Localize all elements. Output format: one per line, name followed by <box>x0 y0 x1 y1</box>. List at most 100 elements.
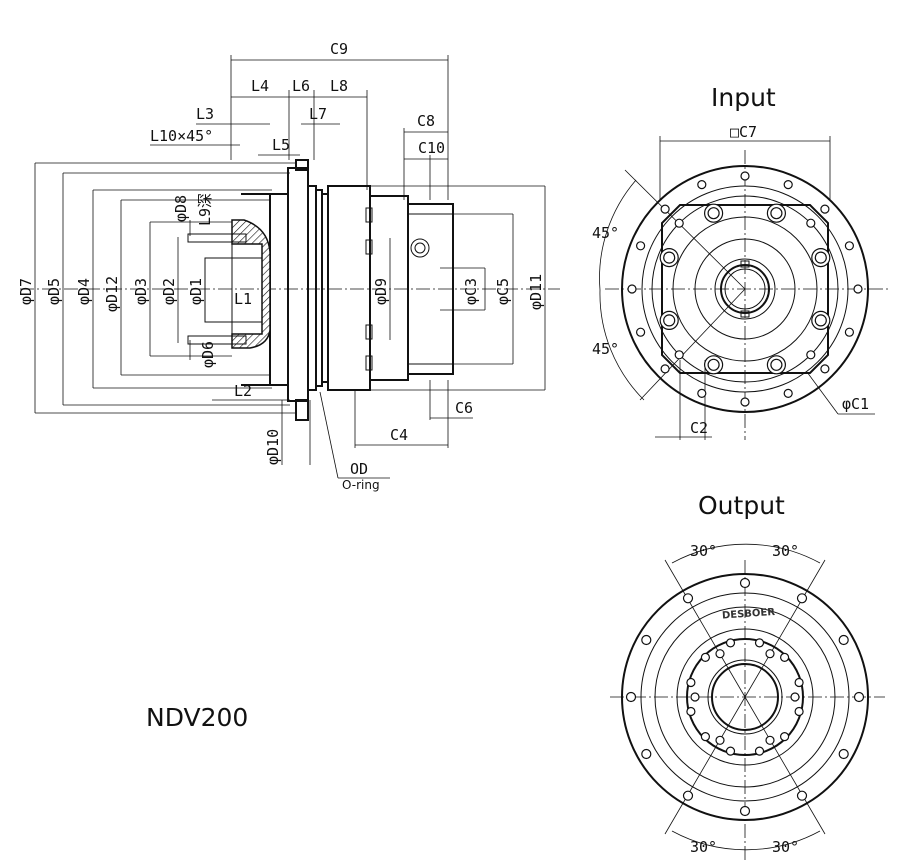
dim-l4: L4 <box>251 77 269 95</box>
output-view: Output 30° 30° 30° 30° DESBOER <box>610 491 885 860</box>
bolt-hole <box>779 731 790 742</box>
bolt-hole <box>715 735 725 745</box>
bolt-hole <box>838 748 849 760</box>
dim-d12: φD12 <box>103 276 121 312</box>
bolt-hole <box>853 691 865 703</box>
bolt-hole <box>697 388 707 398</box>
bolt-hole <box>806 350 816 360</box>
dim-l5: L5 <box>272 136 290 154</box>
dim-c2: C2 <box>690 419 708 437</box>
bolt-hole <box>739 805 751 817</box>
bolt-hole <box>625 691 637 703</box>
dim-c8: C8 <box>417 112 435 130</box>
bolt-hole <box>627 284 637 294</box>
input-bolt-holes <box>627 171 863 407</box>
bolt-hole <box>844 327 855 337</box>
bolt-hole <box>641 634 652 646</box>
angle-output-tl: 30° <box>690 542 717 560</box>
dim-l6: L6 <box>292 77 310 95</box>
side-view <box>20 55 560 479</box>
dim-d10: φD10 <box>264 429 282 465</box>
dim-c9: C9 <box>330 40 348 58</box>
output-bolt-holes <box>625 577 865 817</box>
bolt-hole-inner <box>814 251 827 264</box>
bolt-hole-inner <box>770 207 783 220</box>
bolt-hole <box>635 327 646 337</box>
input-view: Input □C7 45° 45° φC1 C2 <box>592 83 890 440</box>
bolt-hole <box>660 364 670 374</box>
brand-engraving: DESBOER <box>722 607 776 622</box>
dim-c6: C6 <box>455 399 473 417</box>
dim-d2: φD2 <box>160 278 178 305</box>
bolt-hole <box>796 593 808 604</box>
dim-d5: φD5 <box>45 278 63 305</box>
bolt-hole <box>765 735 775 745</box>
angle-input-bottom: 45° <box>592 340 619 358</box>
bolt-hole <box>660 204 670 214</box>
bolt-hole <box>641 748 652 760</box>
dim-d6: φD6 <box>199 341 217 368</box>
dim-c10: C10 <box>418 139 445 157</box>
bolt-hole <box>779 652 790 663</box>
input-title: Input <box>711 83 776 112</box>
bolt-hole-inner <box>663 251 676 264</box>
bolt-hole <box>783 180 793 190</box>
bolt-hole <box>686 677 696 688</box>
angle-output-tr: 30° <box>772 542 799 560</box>
bolt-hole <box>682 593 694 604</box>
bolt-hole <box>682 790 694 801</box>
dim-c3: φC3 <box>462 278 480 305</box>
bolt-hole-inner <box>814 314 827 327</box>
bolt-hole-inner <box>707 358 720 371</box>
bolt-hole <box>740 397 750 407</box>
bolt-hole <box>820 364 830 374</box>
bolt-hole <box>697 180 707 190</box>
bolt-hole-inner <box>770 358 783 371</box>
dim-c4: C4 <box>390 426 408 444</box>
model-name: NDV200 <box>146 703 248 732</box>
output-title: Output <box>698 491 785 520</box>
bolt-hole <box>844 241 855 251</box>
bolt-hole <box>783 388 793 398</box>
dim-d3: φD3 <box>132 278 150 305</box>
dim-l1: L1 <box>234 290 252 308</box>
bolt-hole <box>794 677 804 688</box>
dim-d1: φD1 <box>187 278 205 305</box>
bolt-hole <box>806 218 816 228</box>
bolt-hole <box>754 746 765 756</box>
dim-c5: φC5 <box>494 278 512 305</box>
bolt-hole-inner <box>707 207 720 220</box>
dim-od: OD <box>350 460 368 478</box>
bolt-hole <box>739 577 751 589</box>
bolt-hole-inner <box>663 314 676 327</box>
angle-input-top: 45° <box>592 224 619 242</box>
bolt-hole <box>765 649 775 659</box>
bolt-hole <box>838 634 849 646</box>
angle-output-bl: 30° <box>690 838 717 856</box>
bolt-hole <box>725 746 736 756</box>
bolt-hole <box>635 241 646 251</box>
dim-d8: φD8 <box>172 195 190 222</box>
dim-l10: L10×45° <box>150 127 213 145</box>
dim-d11: φD11 <box>527 274 545 310</box>
bolt-hole <box>754 638 765 648</box>
bolt-hole <box>674 218 684 228</box>
dim-l7: L7 <box>309 105 327 123</box>
dim-c7: □C7 <box>730 123 757 141</box>
angle-output-br: 30° <box>772 838 799 856</box>
bolt-hole <box>794 706 804 717</box>
bolt-hole <box>690 692 700 702</box>
bolt-hole <box>725 638 736 648</box>
dim-d4: φD4 <box>75 278 93 305</box>
dim-l8: L8 <box>330 77 348 95</box>
bolt-hole <box>853 284 863 294</box>
label-o-ring: O-ring <box>342 478 380 492</box>
side-view-labels: C9 L4 L6 L8 L3 L7 C8 L10×45° L5 C10 φD8 … <box>17 40 545 492</box>
bolt-hole <box>790 692 800 702</box>
dim-d7: φD7 <box>17 278 35 305</box>
dim-l3: L3 <box>196 105 214 123</box>
bolt-hole <box>686 706 696 717</box>
bolt-hole <box>740 171 750 181</box>
bolt-hole <box>796 790 808 801</box>
